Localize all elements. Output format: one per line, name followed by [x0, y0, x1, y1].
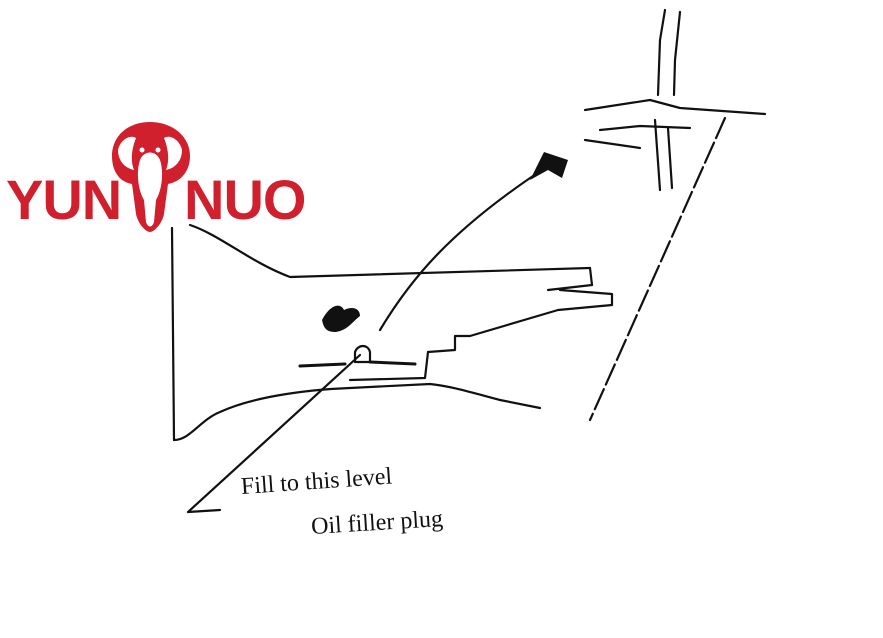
transmission-housing-outline — [172, 382, 542, 442]
transmission-top-outline — [188, 223, 592, 279]
logo-text-right: NUO — [184, 168, 306, 231]
logo-text-left: YUN — [6, 168, 122, 231]
arrowhead — [530, 152, 568, 180]
pointer-line — [186, 353, 362, 514]
arrow-curve — [378, 164, 550, 332]
diagonal-edge — [588, 116, 727, 422]
filler-plug — [353, 344, 372, 364]
filler-plug-bar — [298, 360, 417, 368]
vertical-line — [170, 226, 176, 442]
dipstick-lower — [653, 118, 674, 192]
hand-pointer — [583, 98, 767, 150]
dipstick-upper — [656, 8, 682, 97]
elephant-icon — [112, 122, 190, 232]
transmission-right-end — [426, 266, 614, 354]
housing-step — [348, 350, 430, 382]
oil-splash-mark — [322, 305, 360, 332]
